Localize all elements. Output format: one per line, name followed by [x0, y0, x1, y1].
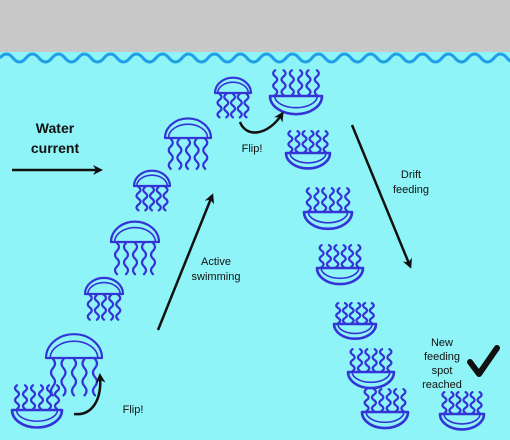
water-current-label-line2: current: [31, 140, 80, 156]
new-spot-label-line4: reached: [422, 379, 462, 391]
water-surface-wave: [0, 52, 510, 64]
active-swimming-label-line1: Active: [201, 256, 231, 268]
jellyfish-swimming-4: [132, 169, 172, 212]
jellyfish-group: [10, 69, 486, 431]
jellyfish-swimming-6: [213, 76, 253, 119]
sky-band: [0, 0, 510, 60]
active-swimming-label-line2: swimming: [192, 271, 241, 283]
jellyfish-upside-down-1: [10, 384, 64, 429]
jellyfish-upside-down-4: [302, 187, 354, 231]
checkmark-icon: [467, 345, 500, 377]
water-current-label-line1: Water: [36, 120, 75, 136]
jellyfish-upside-down-8: [360, 388, 410, 430]
flip-bottom-arrow: [73, 373, 106, 416]
new-spot-label-line2: feeding: [424, 351, 460, 363]
jellyfish-upside-down-5: [315, 244, 365, 286]
jellyfish-upside-down-3: [284, 130, 332, 170]
jellyfish-swimming-3: [109, 220, 161, 276]
drift-feeding-label-line2: feeding: [393, 184, 429, 196]
new-spot-label-line1: New: [431, 337, 453, 349]
drift-feeding-label-line1: Drift: [401, 169, 421, 181]
flip-top-label: Flip!: [242, 143, 263, 155]
jellyfish-upside-down-6: [332, 301, 378, 340]
new-spot-label-line3: spot: [432, 365, 453, 377]
jellyfish-swimming-5: [163, 117, 213, 170]
flip-top-arrow: [238, 111, 284, 134]
jellyfish-swimming-1: [44, 333, 104, 397]
jellyfish-upside-down-9: [438, 391, 486, 431]
drift-feeding-arrow: [350, 124, 412, 269]
jellyfish-swimming-2: [83, 276, 125, 321]
jellyfish-upside-down-2: [268, 69, 324, 116]
jellyfish-upside-down-7: [346, 348, 396, 390]
flip-bottom-label: Flip!: [123, 404, 144, 416]
active-swimming-arrow: [156, 193, 215, 331]
